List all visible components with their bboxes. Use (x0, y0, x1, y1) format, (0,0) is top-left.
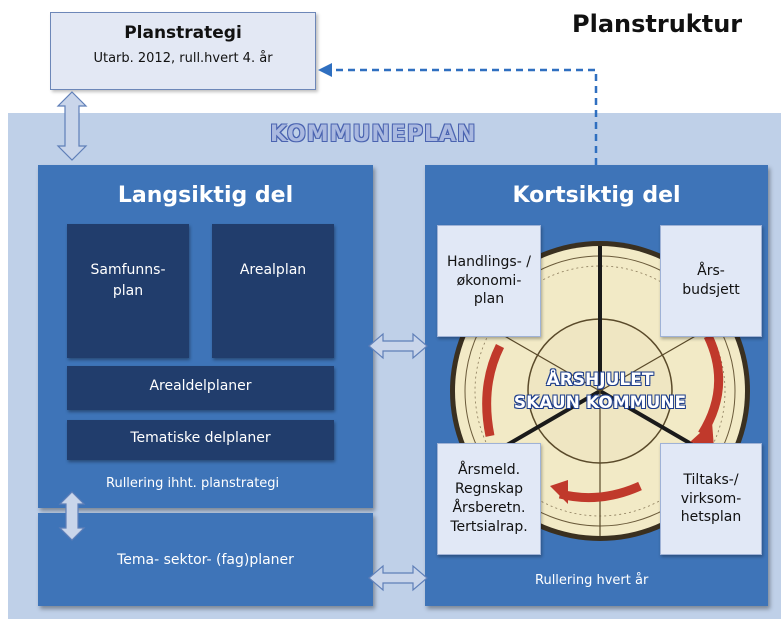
tematiske-delplaner-box: Tematiske delplaner (67, 420, 334, 460)
kortsiktig-rullering: Rullering hvert år (535, 573, 649, 588)
vertical-double-arrow-top (56, 91, 88, 161)
tema-label: Tema- sektor- (fag)planer (117, 552, 294, 568)
horizontal-double-arrow-bottom (368, 564, 428, 592)
kommuneplan-label: KOMMUNEPLAN (270, 122, 477, 147)
arealdelplaner-box: Arealdelplaner (67, 366, 334, 410)
vertical-double-arrow-bottom (58, 491, 86, 541)
planstrategi-title: Planstrategi (124, 23, 242, 43)
samfunnsplan-box: Samfunns- plan (67, 224, 189, 358)
dashed-arrow (330, 68, 598, 165)
horizontal-double-arrow-top (368, 332, 428, 360)
arealplan-box: Arealplan (212, 224, 334, 358)
langsiktig-heading: Langsiktig del (117, 183, 294, 208)
arsmelding-box: Årsmeld. Regnskap Årsberetn. Tertsialrap… (437, 443, 541, 555)
wheel-line-1: ÅRSHJULET (546, 370, 654, 390)
wheel-line-2: SKAUN KOMMUNE (513, 393, 687, 413)
planstrategi-detail: Utarb. 2012, rull.hvert 4. år (93, 51, 273, 66)
dashed-arrow-head (318, 63, 332, 77)
tiltaksplan-box: Tiltaks-/ virksom- hetsplan (660, 443, 762, 555)
tema-panel: Tema- sektor- (fag)planer (38, 513, 373, 606)
planstrategi-box: Planstrategi Utarb. 2012, rull.hvert 4. … (50, 12, 316, 90)
langsiktig-rullering: Rullering ihht. planstrategi (106, 476, 280, 491)
kortsiktig-heading: Kortsiktig del (512, 183, 681, 208)
arsbudsjett-box: Års- budsjett (660, 225, 762, 337)
page-title: Planstruktur (572, 10, 743, 38)
handlingsplan-box: Handlings- / økonomi- plan (437, 225, 541, 337)
